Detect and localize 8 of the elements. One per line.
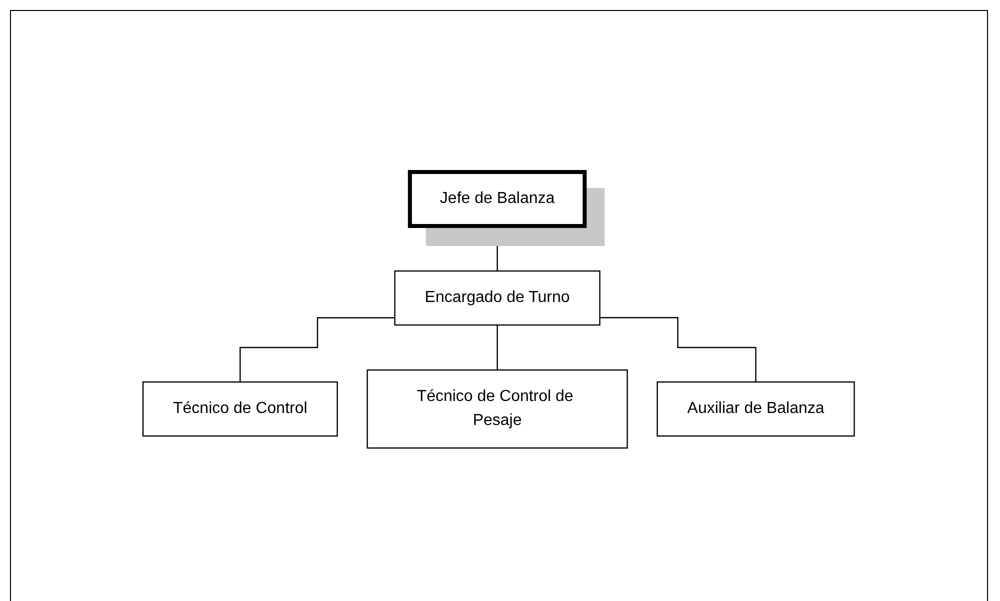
connector bbox=[497, 324, 498, 371]
node-box: Técnico de Control de Pesaje bbox=[367, 369, 628, 449]
node-box: Técnico de Control bbox=[142, 381, 338, 437]
node-box: Encargado de Turno bbox=[394, 270, 601, 326]
connector bbox=[600, 317, 757, 383]
connector bbox=[240, 317, 396, 383]
node-box: Auxiliar de Balanza bbox=[657, 381, 856, 437]
node-box: Jefe de Balanza bbox=[408, 170, 588, 228]
